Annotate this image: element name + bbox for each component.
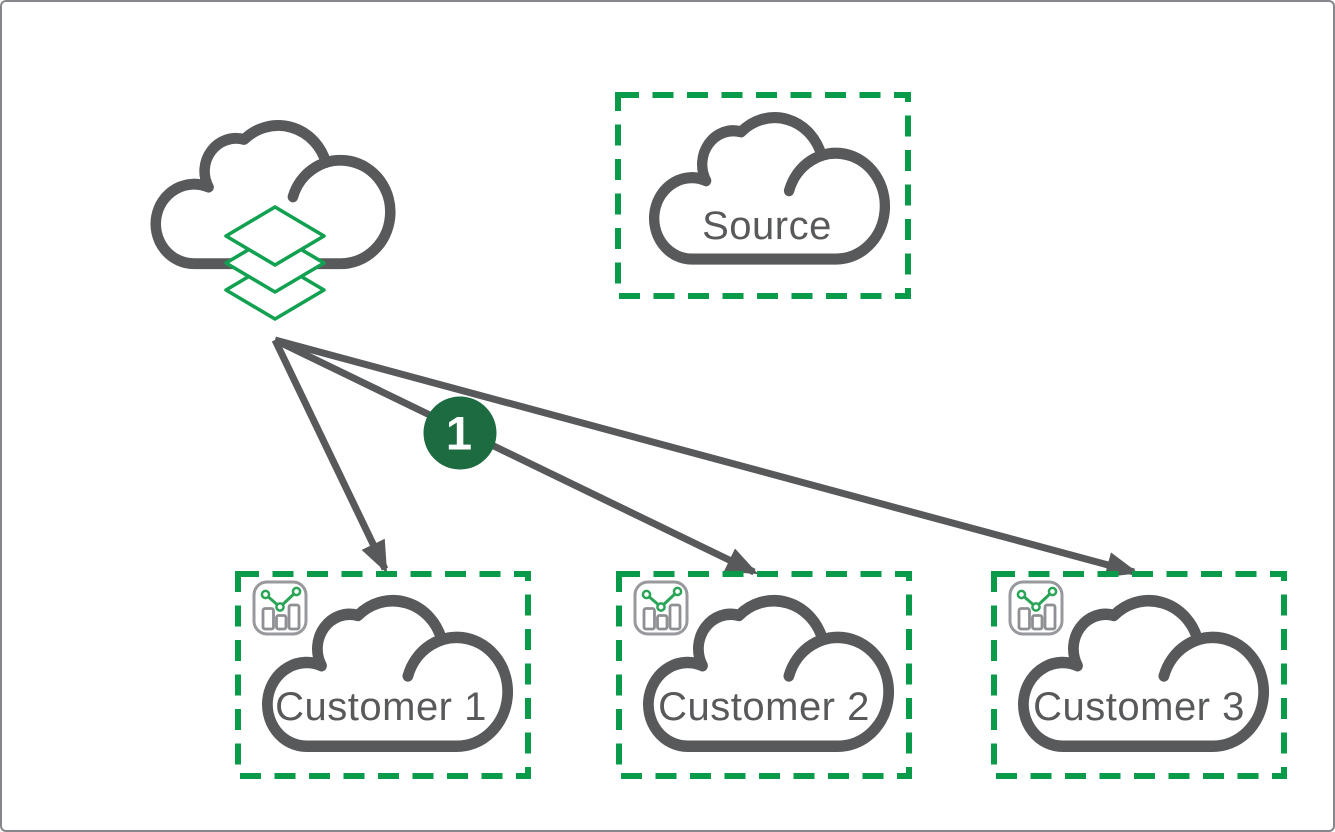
provider-cloud-node xyxy=(156,125,391,321)
analytics-chart-icon xyxy=(252,580,308,636)
arrow-to-customer-3 xyxy=(274,336,1139,578)
arrows-group xyxy=(271,336,1139,578)
layer-top xyxy=(224,205,326,267)
source-dashed-box xyxy=(615,92,911,299)
customer-2-label: Customer 2 xyxy=(658,685,870,729)
customer-3-label: Customer 3 xyxy=(1033,685,1245,729)
step-badge-label: 1 xyxy=(446,407,472,460)
arrow-to-customer-1 xyxy=(271,338,389,574)
layers-icon xyxy=(224,205,326,321)
source-label: Source xyxy=(702,204,832,248)
analytics-chart-icon xyxy=(633,580,689,636)
customer-node-3: Customer 3 xyxy=(991,571,1287,779)
customer-3-dashed-box xyxy=(991,571,1287,779)
step-badge-circle xyxy=(423,396,497,470)
source-node: Source xyxy=(615,92,911,299)
step-badge: 1 xyxy=(423,396,497,470)
customer-1-label: Customer 1 xyxy=(275,685,487,729)
arrow-to-customer-2 xyxy=(273,336,759,576)
customer-2-dashed-box xyxy=(616,571,912,779)
customer-node-2: Customer 2 xyxy=(616,571,912,779)
analytics-chart-icon xyxy=(1008,580,1064,636)
customer-node-1: Customer 1 xyxy=(235,571,531,779)
customer-1-dashed-box xyxy=(235,571,531,779)
